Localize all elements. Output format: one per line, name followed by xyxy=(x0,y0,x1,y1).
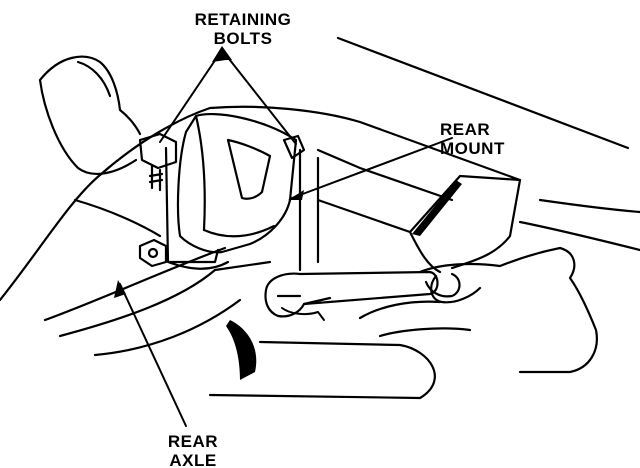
ratchet-wrench-icon xyxy=(264,270,439,321)
underbody-panel xyxy=(208,105,522,274)
rear-mount-label: REAR MOUNT xyxy=(440,120,536,158)
left-arm-fold xyxy=(73,198,162,238)
leader-retaining-left xyxy=(159,49,223,143)
arrowhead-retaining-right xyxy=(220,46,232,60)
retaining-bolt-left-icon xyxy=(138,132,178,192)
axle-housing-outline xyxy=(58,260,272,357)
underbody-panel-shadow xyxy=(412,180,462,236)
rear-axle-label-line2: AXLE xyxy=(169,451,217,468)
retaining-bolt-right-icon xyxy=(282,134,306,160)
leader-retaining-right xyxy=(221,49,297,145)
axle-shadow xyxy=(226,320,257,380)
leader-rear-mount xyxy=(291,137,453,199)
mount-stud-post xyxy=(298,148,320,272)
arrowhead-rear-axle xyxy=(114,280,126,298)
mount-block-bottom xyxy=(202,224,276,238)
underbody-edge xyxy=(316,148,454,202)
frame-rail-line xyxy=(336,36,630,150)
rear-mount-label-line1: REAR xyxy=(440,120,491,139)
retaining-bolts-label: RETAINING BOLTS xyxy=(188,10,298,48)
left-hand-finger xyxy=(76,60,112,98)
right-arm-sleeve xyxy=(518,198,640,252)
left-arm-sleeve xyxy=(0,106,227,322)
mount-block-slot xyxy=(226,138,272,200)
axle-housing-lower xyxy=(208,340,436,400)
arrowhead-rear-mount xyxy=(288,190,304,200)
mount-bracket xyxy=(164,146,230,270)
mount-block-front-face xyxy=(194,114,206,232)
right-hand xyxy=(418,246,598,374)
right-thumb xyxy=(424,272,461,298)
rear-mount-label-line2: MOUNT xyxy=(440,139,505,158)
rear-axle-label-line1: REAR xyxy=(167,432,219,451)
retaining-bolts-label-line1: RETAINING xyxy=(194,10,292,29)
retaining-bolt-lower-icon xyxy=(138,238,168,268)
rear-axle-label: REAR AXLE xyxy=(158,432,228,468)
mount-block xyxy=(176,113,298,254)
leader-rear-axle xyxy=(119,283,187,427)
right-hand-lower xyxy=(358,300,472,338)
left-hand-upper xyxy=(38,55,142,176)
retaining-bolts-label-line2: BOLTS xyxy=(213,29,273,48)
